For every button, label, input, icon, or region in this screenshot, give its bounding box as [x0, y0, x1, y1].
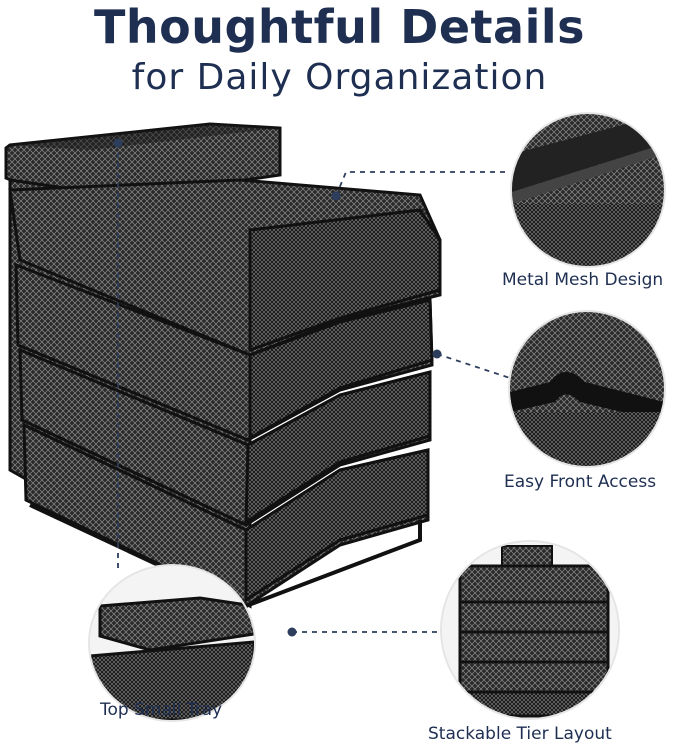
connector-lines [117, 143, 511, 633]
mesh-detail-photo [510, 112, 666, 268]
stackable-tiers-detail-photo [440, 540, 620, 720]
feature-label-top-tray: Top Small Tray [100, 700, 223, 720]
front-access-detail-photo [508, 310, 666, 468]
mesh-tray-organizer [4, 122, 442, 609]
feature-label-mesh: Metal Mesh Design [502, 270, 664, 290]
top-tray-detail-photo [88, 564, 256, 722]
connector-dot-top-tray [113, 138, 123, 148]
connector-dot-mesh [331, 191, 341, 201]
page-subtitle: for Daily Organization [131, 57, 548, 98]
page-title: Thoughtful Details [93, 0, 585, 54]
feature-label-front-access: Easy Front Access [504, 472, 657, 492]
connector-front-access [436, 353, 511, 379]
feature-label-stackable: Stackable Tier Layout [428, 724, 612, 744]
connector-dot-front [432, 349, 442, 359]
connector-dot-stackable [287, 627, 297, 637]
